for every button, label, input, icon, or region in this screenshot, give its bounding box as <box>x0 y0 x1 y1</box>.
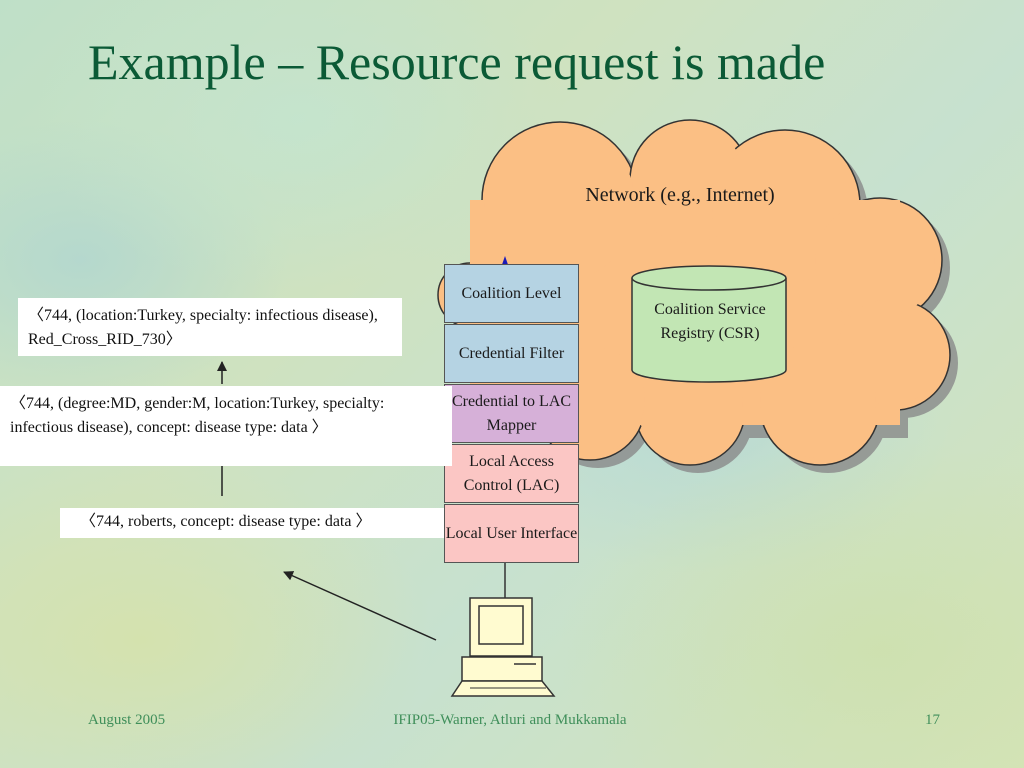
message-mapped-credentials: 〈744, (degree:MD, gender:M, location:Tur… <box>0 386 452 466</box>
csr-cylinder <box>631 265 787 383</box>
slide-title: Example – Resource request is made <box>88 34 826 90</box>
layer-local-access-control[interactable]: Local Access Control (LAC) <box>444 444 579 503</box>
arrow-from-computer <box>283 571 437 641</box>
footer-page-number: 17 <box>925 712 940 728</box>
layer-credential-filter[interactable]: Credential Filter <box>444 324 579 383</box>
csr-label: Coalition Service Registry (CSR) <box>654 301 766 342</box>
layer-local-user-interface[interactable]: Local User Interface <box>444 504 579 563</box>
message-user-request: 〈744, roberts, concept: disease type: da… <box>60 508 444 538</box>
message-coalition: 〈744, (location:Turkey, specialty: infec… <box>18 298 402 356</box>
layer-coalition-level[interactable]: Coalition Level <box>444 264 579 323</box>
footer-source: IFIP05-Warner, Atluri and Mukkamala <box>393 712 627 728</box>
footer-date: August 2005 <box>88 712 166 728</box>
network-label: Network (e.g., Internet) <box>585 184 775 206</box>
layer-credential-to-lac-mapper[interactable]: Credential to LAC Mapper <box>444 384 579 443</box>
computer-icon <box>450 597 556 697</box>
